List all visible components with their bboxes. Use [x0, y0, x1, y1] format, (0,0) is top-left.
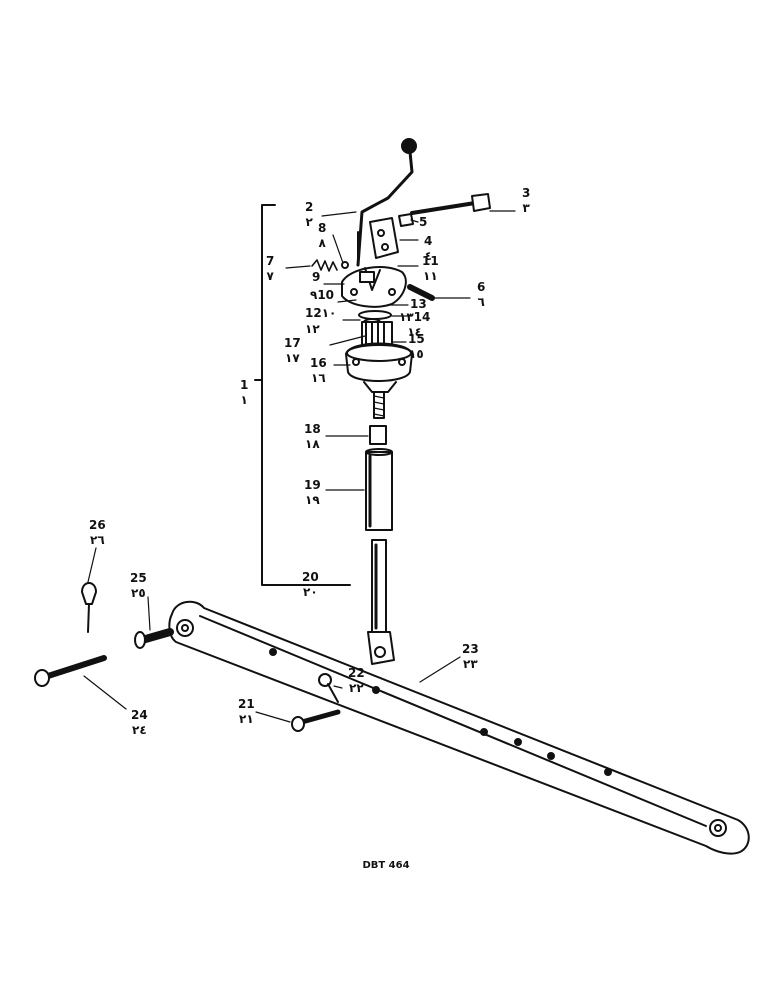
clip-22 — [318, 673, 339, 703]
bush-18 — [369, 425, 387, 445]
tube-19 — [365, 448, 393, 531]
ball-8 — [341, 261, 349, 269]
callout-12-ar: ١٢ — [305, 322, 320, 336]
assembly-bracket — [261, 204, 351, 586]
linch-pin-26 — [81, 582, 97, 633]
callout-12: 12١٠ — [305, 306, 337, 320]
top-housing — [341, 266, 407, 308]
pin-25 — [134, 628, 174, 649]
lever-handle — [356, 138, 417, 267]
base-housing-16 — [345, 342, 413, 393]
threaded-screw — [373, 391, 385, 419]
pin-24 — [34, 655, 107, 687]
washer-10 — [358, 310, 392, 320]
pin-21 — [291, 709, 341, 732]
leader-lines — [83, 210, 516, 723]
bolt-3 — [410, 193, 491, 215]
spring-7 — [311, 259, 338, 272]
reference-code: DBT 464 — [362, 860, 410, 871]
rod-20 — [367, 539, 395, 665]
block-4 — [369, 217, 399, 259]
callout-9: 9 — [312, 270, 321, 284]
lower-link-bar — [168, 600, 750, 855]
pin-6 — [407, 284, 435, 301]
callout-13: 13 — [410, 297, 427, 311]
bush-5 — [398, 213, 414, 227]
callout-9-10: ٩10 — [310, 288, 335, 302]
callout-5: 5 — [419, 215, 428, 229]
